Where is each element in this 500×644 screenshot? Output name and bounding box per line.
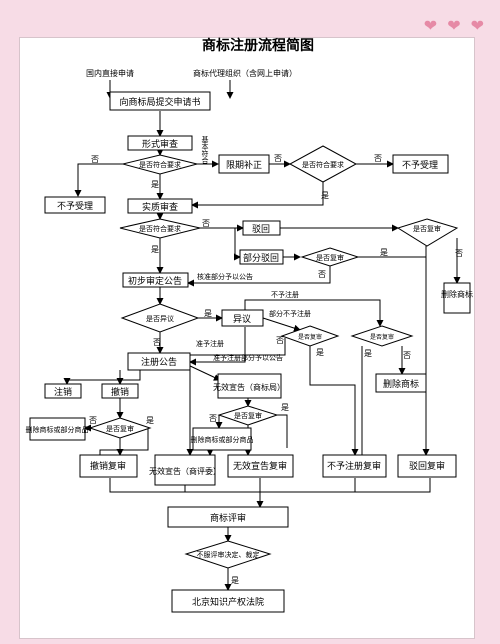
heart-icon: ❤ <box>423 16 438 35</box>
diamond-review-right: 是否复审 <box>413 224 441 233</box>
box-partial-reject: 部分驳回 <box>243 252 279 264</box>
box-revoke: 撤销 <box>111 386 129 398</box>
diamond-conform: 是否符合要求 <box>139 160 181 169</box>
decorative-hearts: ❤ ❤ ❤ <box>424 18 484 34</box>
box-delete-mark-right: 删除商标 <box>441 289 473 299</box>
yes-label: 是 <box>231 576 239 585</box>
no-label: 否 <box>318 270 326 279</box>
yes-label: 是 <box>281 403 289 412</box>
label-approve-part: 核准部分予以公告 <box>197 272 253 281</box>
label-approve-reg-part: 准予注册部分予以公告 <box>213 353 283 362</box>
no-label: 否 <box>202 219 210 228</box>
no-label: 否 <box>209 414 217 423</box>
label-partial-not: 部分不予注册 <box>269 309 311 318</box>
box-reject: 驳回 <box>252 224 270 235</box>
box-not-accept-right: 不予受理 <box>402 159 438 171</box>
heart-icon: ❤ <box>470 16 484 35</box>
yes-label: 是 <box>364 349 372 358</box>
no-label: 否 <box>274 154 282 163</box>
yes-label: 是 <box>146 416 154 425</box>
diamond-conform2: 是否符合要求 <box>302 160 344 169</box>
no-label: 否 <box>153 338 161 347</box>
diamond-review-invalid: 是否复审 <box>234 411 262 420</box>
no-label: 否 <box>91 155 99 164</box>
diamond-review-obj2: 是否复审 <box>370 333 394 341</box>
no-label: 否 <box>455 249 463 258</box>
box-invalid-review: 无效宣告复审 <box>233 460 287 472</box>
box-delete-goods: 删除商标或部分商品 <box>26 425 89 434</box>
label-domestic: 国内直接申请 <box>86 68 134 78</box>
box-tm-review: 商标评审 <box>210 512 246 524</box>
no-label: 否 <box>89 416 97 425</box>
box-delete-goods2: 删除商标或部分商品 <box>191 435 254 444</box>
box-court: 北京知识产权法院 <box>192 596 264 608</box>
box-submit: 向商标局提交申请书 <box>119 96 200 108</box>
diamond-review-obj: 是否复审 <box>298 333 322 341</box>
label-not-register: 不予注册 <box>271 290 299 299</box>
box-cancel: 注销 <box>54 386 72 398</box>
diamond-conform3: 是否符合要求 <box>139 224 181 233</box>
no-label: 否 <box>374 154 382 163</box>
yes-label: 是 <box>151 245 159 254</box>
box-substantive: 实质审查 <box>142 201 178 213</box>
box-invalid-board: 无效宣告（商评委） <box>149 466 221 476</box>
box-reject-review: 驳回复审 <box>409 460 445 472</box>
diamond-dissatisfied: 不服评审决定、裁定 <box>197 550 260 559</box>
diamond-objection: 是否异议 <box>146 315 174 323</box>
box-revoke-review: 撤销复审 <box>90 460 126 472</box>
label-basic-conform: 基本符合 <box>201 135 209 165</box>
diamond-review-revoke: 是否复审 <box>106 424 134 433</box>
box-prelim: 初步审定公告 <box>128 275 182 287</box>
box-not-reg-review: 不予注册复审 <box>327 460 381 472</box>
page-title: 商标注册流程简图 <box>202 37 314 54</box>
yes-label: 是 <box>151 180 159 189</box>
yes-label: 是 <box>316 348 324 357</box>
box-not-accept-left: 不予受理 <box>57 200 93 212</box>
heart-icon: ❤ <box>447 16 461 35</box>
yes-label: 是 <box>204 309 212 318</box>
label-approve-reg: 准予注册 <box>196 339 224 348</box>
yes-label: 是 <box>380 248 388 257</box>
box-reg-notice: 注册公告 <box>141 356 177 368</box>
no-label: 否 <box>276 336 284 345</box>
box-correction: 限期补正 <box>226 159 262 171</box>
diamond-review-mid: 是否复审 <box>316 253 344 262</box>
yes-label: 是 <box>321 191 329 200</box>
box-objection: 异议 <box>233 314 251 325</box>
box-delete-mark-mid: 删除商标 <box>383 378 419 390</box>
box-invalid-office: 无效宣告（商标局） <box>213 382 285 392</box>
box-formal-review: 形式审查 <box>142 138 178 150</box>
no-label: 否 <box>403 351 411 360</box>
label-agency: 商标代理组织（含网上申请） <box>193 68 297 78</box>
